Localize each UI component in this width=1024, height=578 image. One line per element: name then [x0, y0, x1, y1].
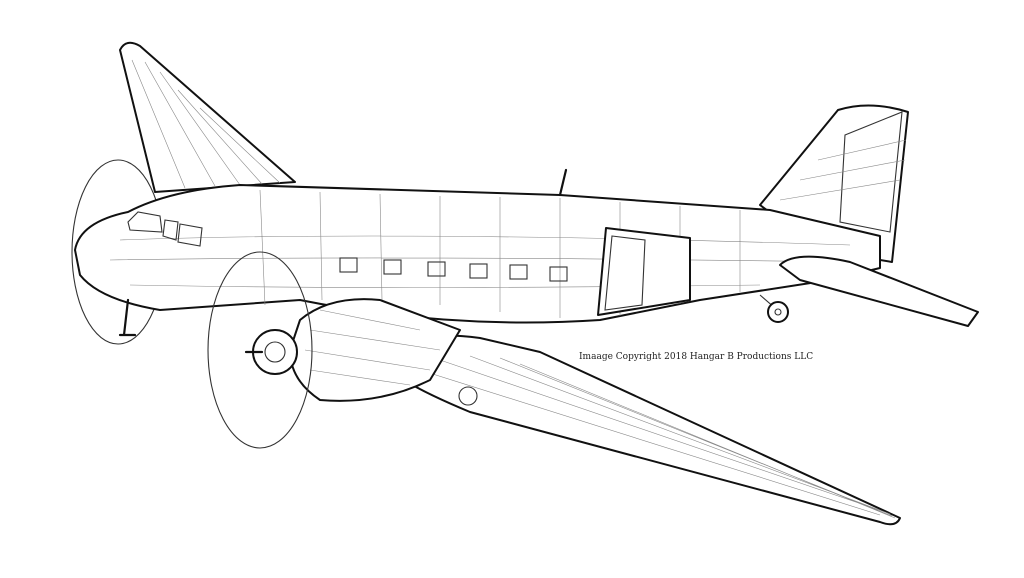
right-propeller-disc — [207, 251, 313, 449]
door-inner-panel — [604, 235, 646, 311]
left-wing — [119, 41, 296, 193]
copyright-watermark: Imaage Copyright 2018 Hangar B Productio… — [579, 352, 814, 362]
engine-nacelle — [289, 298, 461, 402]
tail-wheel — [759, 294, 789, 323]
cockpit-windows — [127, 211, 203, 247]
antenna — [558, 168, 568, 197]
wing-insignia — [458, 386, 478, 406]
landing-gear-strut — [118, 298, 137, 337]
horizontal-stabilizer — [779, 255, 979, 327]
passenger-windows — [339, 257, 568, 282]
propeller-hub — [244, 329, 298, 375]
right-wing — [387, 334, 901, 526]
